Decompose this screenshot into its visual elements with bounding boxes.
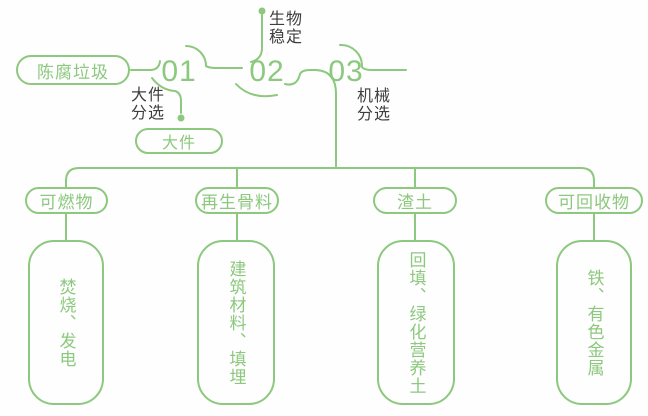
line-root-to-01 bbox=[130, 60, 161, 71]
step-number-01: 01 bbox=[161, 55, 197, 88]
arc-under-02 bbox=[235, 83, 278, 98]
box-incineration-power: 焚烧、发电 bbox=[28, 240, 104, 405]
connector-dot-bulky bbox=[177, 114, 185, 122]
box-backfill-nutrient-soil: 回填、绿化营养土 bbox=[377, 240, 455, 405]
line-01-to-bulky bbox=[151, 77, 182, 114]
node-source: 陈腐垃圾 bbox=[16, 55, 130, 85]
connector-dot-bio bbox=[258, 7, 266, 15]
box-backfill-nutrient-soil-text: 回填、绿化营养土 bbox=[406, 250, 426, 395]
box-building-materials-landfill: 建筑材料、填埋 bbox=[197, 240, 275, 405]
node-combustibles: 可燃物 bbox=[25, 187, 108, 214]
line-bio-to-02 bbox=[250, 14, 263, 63]
box-building-materials-landfill-text: 建筑材料、填埋 bbox=[226, 259, 246, 386]
node-recycled-aggregate: 再生骨料 bbox=[195, 187, 279, 214]
step-number-02: 02 bbox=[249, 55, 285, 88]
box-iron-nonferrous-metals-text: 铁、有色金属 bbox=[584, 268, 604, 377]
step-label-bio-stabilization: 生物 稳定 bbox=[269, 11, 304, 46]
step-label-bulky-sorting: 大件 分选 bbox=[131, 87, 166, 122]
line-02-to-branch bbox=[284, 69, 337, 168]
step-number-03: 03 bbox=[328, 55, 364, 88]
node-bulky-item: 大件 bbox=[135, 128, 223, 154]
box-iron-nonferrous-metals: 铁、有色金属 bbox=[556, 240, 632, 405]
branch-bar bbox=[65, 167, 595, 188]
line-03-exit bbox=[339, 43, 407, 71]
node-slag-soil: 渣土 bbox=[373, 187, 457, 214]
step-label-mechanical-sorting: 机械 分选 bbox=[357, 88, 392, 123]
line-01-to-02 bbox=[185, 45, 243, 69]
box-incineration-power-text: 焚烧、发电 bbox=[56, 277, 76, 368]
node-recyclables: 可回收物 bbox=[545, 187, 643, 214]
